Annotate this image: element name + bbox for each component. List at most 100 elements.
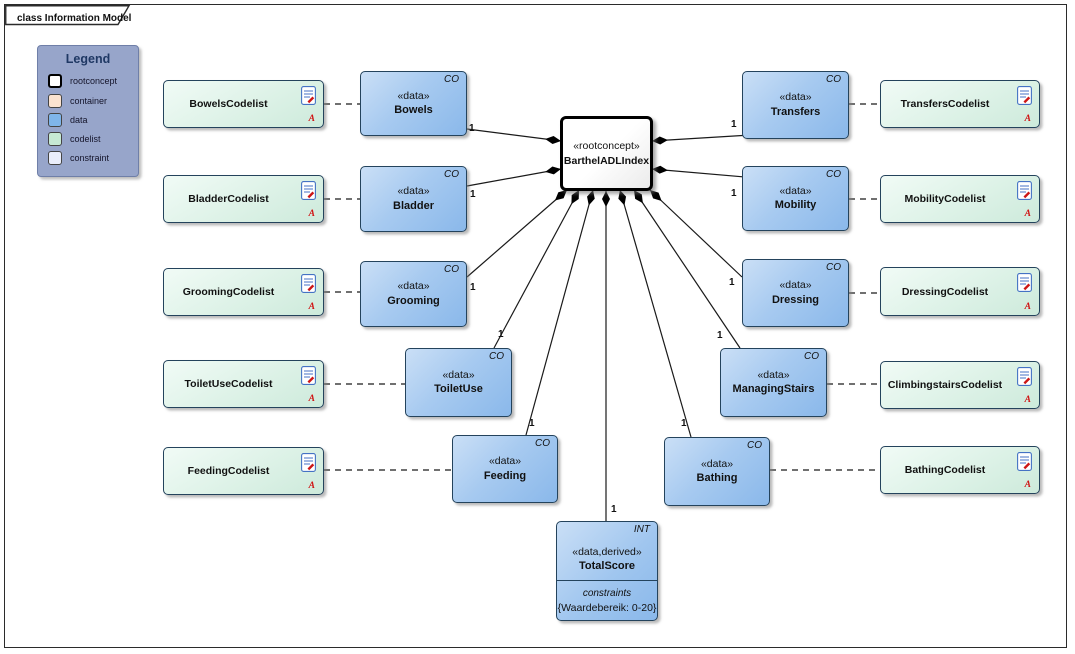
multiplicity-label: 1 xyxy=(611,504,617,515)
data-node-bathing[interactable]: CO «data» Bathing xyxy=(664,437,770,506)
legend: Legend rootconcept container data codeli… xyxy=(37,45,139,177)
stereotype-label: «data,derived» xyxy=(572,545,642,558)
multiplicity-label: 1 xyxy=(681,418,687,429)
codelist-name: DressingCodelist xyxy=(901,285,989,298)
annotation-marker: A xyxy=(308,209,315,219)
annotation-marker: A xyxy=(1024,480,1031,490)
multiplicity-label: 1 xyxy=(717,330,723,341)
legend-item-codelist: codelist xyxy=(48,132,101,146)
multiplicity-label: 1 xyxy=(470,282,476,293)
data-node-managingstairs[interactable]: CO «data» ManagingStairs xyxy=(720,348,827,417)
stereotype-label: «data» xyxy=(779,279,812,292)
constraint-value: {Waardebereik: 0-20} xyxy=(557,602,657,614)
legend-title: Legend xyxy=(65,52,111,66)
codelist-node-bowels[interactable]: BowelsCodelist A xyxy=(163,80,324,128)
document-icon xyxy=(1017,452,1032,471)
annotation-marker: A xyxy=(1024,302,1031,312)
codelist-node-bathing[interactable]: BathingCodelist A xyxy=(880,446,1040,494)
document-icon xyxy=(1017,86,1032,105)
codelist-node-dressing[interactable]: DressingCodelist A xyxy=(880,267,1040,316)
type-tag: CO xyxy=(826,169,841,180)
codelist-node-mobility[interactable]: MobilityCodelist A xyxy=(880,175,1040,223)
connector-managingstairs xyxy=(633,189,741,349)
codelist-name: BladderCodelist xyxy=(188,193,269,205)
annotation-marker: A xyxy=(308,481,315,491)
node-name: Grooming xyxy=(387,294,440,307)
codelist-node-climbingstairs[interactable]: ClimbingstairsCodelist A xyxy=(880,361,1040,409)
codelist-node-grooming[interactable]: GroomingCodelist A xyxy=(163,268,324,316)
type-tag: CO xyxy=(826,262,841,273)
stereotype-label: «data» xyxy=(442,368,475,381)
node-name: Mobility xyxy=(774,199,817,212)
node-name: Feeding xyxy=(483,469,527,482)
root-stereotype: «rootconcept» xyxy=(573,140,640,153)
multiplicity-label: 1 xyxy=(498,329,504,340)
constraints-section-label: constraints xyxy=(582,588,632,599)
codelist-name: TransfersCodelist xyxy=(900,98,990,110)
codelist-name: BathingCodelist xyxy=(904,464,986,476)
document-icon xyxy=(301,453,316,472)
node-name: Bathing xyxy=(696,472,738,485)
connector-grooming xyxy=(466,189,568,278)
stereotype-label: «data» xyxy=(397,280,430,293)
codelist-name: BowelsCodelist xyxy=(189,98,268,110)
type-tag: CO xyxy=(444,74,459,85)
codelist-connectors xyxy=(324,103,880,471)
codelist-node-feeding[interactable]: FeedingCodelist A xyxy=(163,447,324,495)
multiplicity-label: 1 xyxy=(731,188,737,199)
root-name: BarthelADLIndex xyxy=(563,154,650,167)
codelist-name: FeedingCodelist xyxy=(187,465,270,477)
stereotype-label: «data» xyxy=(488,455,522,468)
type-tag: CO xyxy=(804,351,819,362)
annotation-marker: A xyxy=(1024,395,1031,405)
codelist-swatch xyxy=(48,132,62,146)
stereotype-label: «data» xyxy=(397,89,430,102)
data-node-dressing[interactable]: CO «data» Dressing xyxy=(742,259,849,327)
connector-bathing xyxy=(618,189,692,438)
document-icon xyxy=(1017,273,1032,292)
node-name: TotalScore xyxy=(578,560,636,573)
codelist-node-toiletuse[interactable]: ToiletUseCodelist A xyxy=(163,360,324,408)
data-node-bowels[interactable]: CO «data» Bowels xyxy=(360,71,467,136)
root-concept-node[interactable]: «rootconcept» BarthelADLIndex xyxy=(560,116,653,191)
data-node-mobility[interactable]: CO «data» Mobility xyxy=(742,166,849,231)
connector-dressing xyxy=(649,189,743,278)
type-tag: CO xyxy=(747,440,762,451)
codelist-node-transfers[interactable]: TransfersCodelist A xyxy=(880,80,1040,128)
type-tag: INT xyxy=(633,524,650,535)
type-tag: CO xyxy=(826,74,841,85)
type-tag: CO xyxy=(535,438,550,449)
data-node-transfers[interactable]: CO «data» Transfers xyxy=(742,71,849,139)
type-tag: CO xyxy=(489,351,504,362)
document-icon xyxy=(301,366,316,385)
data-node-feeding[interactable]: CO «data» Feeding xyxy=(452,435,558,503)
totalscore-constraints: constraints {Waardebereik: 0-20} xyxy=(557,580,657,617)
data-node-toiletuse[interactable]: CO «data» ToiletUse xyxy=(405,348,512,417)
frame-tab: class Information Model xyxy=(5,5,137,26)
legend-item-rootconcept: rootconcept xyxy=(48,74,117,88)
codelist-node-bladder[interactable]: BladderCodelist A xyxy=(163,175,324,223)
legend-item-container: container xyxy=(48,94,107,108)
connector-toiletuse xyxy=(493,189,580,349)
multiplicity-label: 1 xyxy=(731,119,737,130)
totalscore-header: INT «data,derived» TotalScore xyxy=(557,522,657,580)
document-icon xyxy=(301,274,316,293)
totalscore-node[interactable]: INT «data,derived» TotalScore constraint… xyxy=(556,521,658,621)
connector-bowels xyxy=(466,128,562,144)
legend-item-constraint: constraint xyxy=(48,151,109,165)
frame-tab-shape xyxy=(5,5,131,26)
data-node-bladder[interactable]: CO «data» Bladder xyxy=(360,166,467,232)
multiplicity-label: 1 xyxy=(469,123,475,134)
annotation-marker: A xyxy=(308,114,315,124)
stereotype-label: «data» xyxy=(779,184,812,197)
rootconcept-swatch xyxy=(48,74,62,88)
node-name: ToiletUse xyxy=(434,383,483,396)
node-name: Transfers xyxy=(770,105,821,118)
document-icon xyxy=(301,86,316,105)
type-tag: CO xyxy=(444,169,459,180)
connector-bladder xyxy=(466,166,562,187)
data-node-grooming[interactable]: CO «data» Grooming xyxy=(360,261,467,327)
codelist-name: GroomingCodelist xyxy=(182,286,275,298)
node-name: Bowels xyxy=(394,104,433,117)
annotation-marker: A xyxy=(308,302,315,312)
